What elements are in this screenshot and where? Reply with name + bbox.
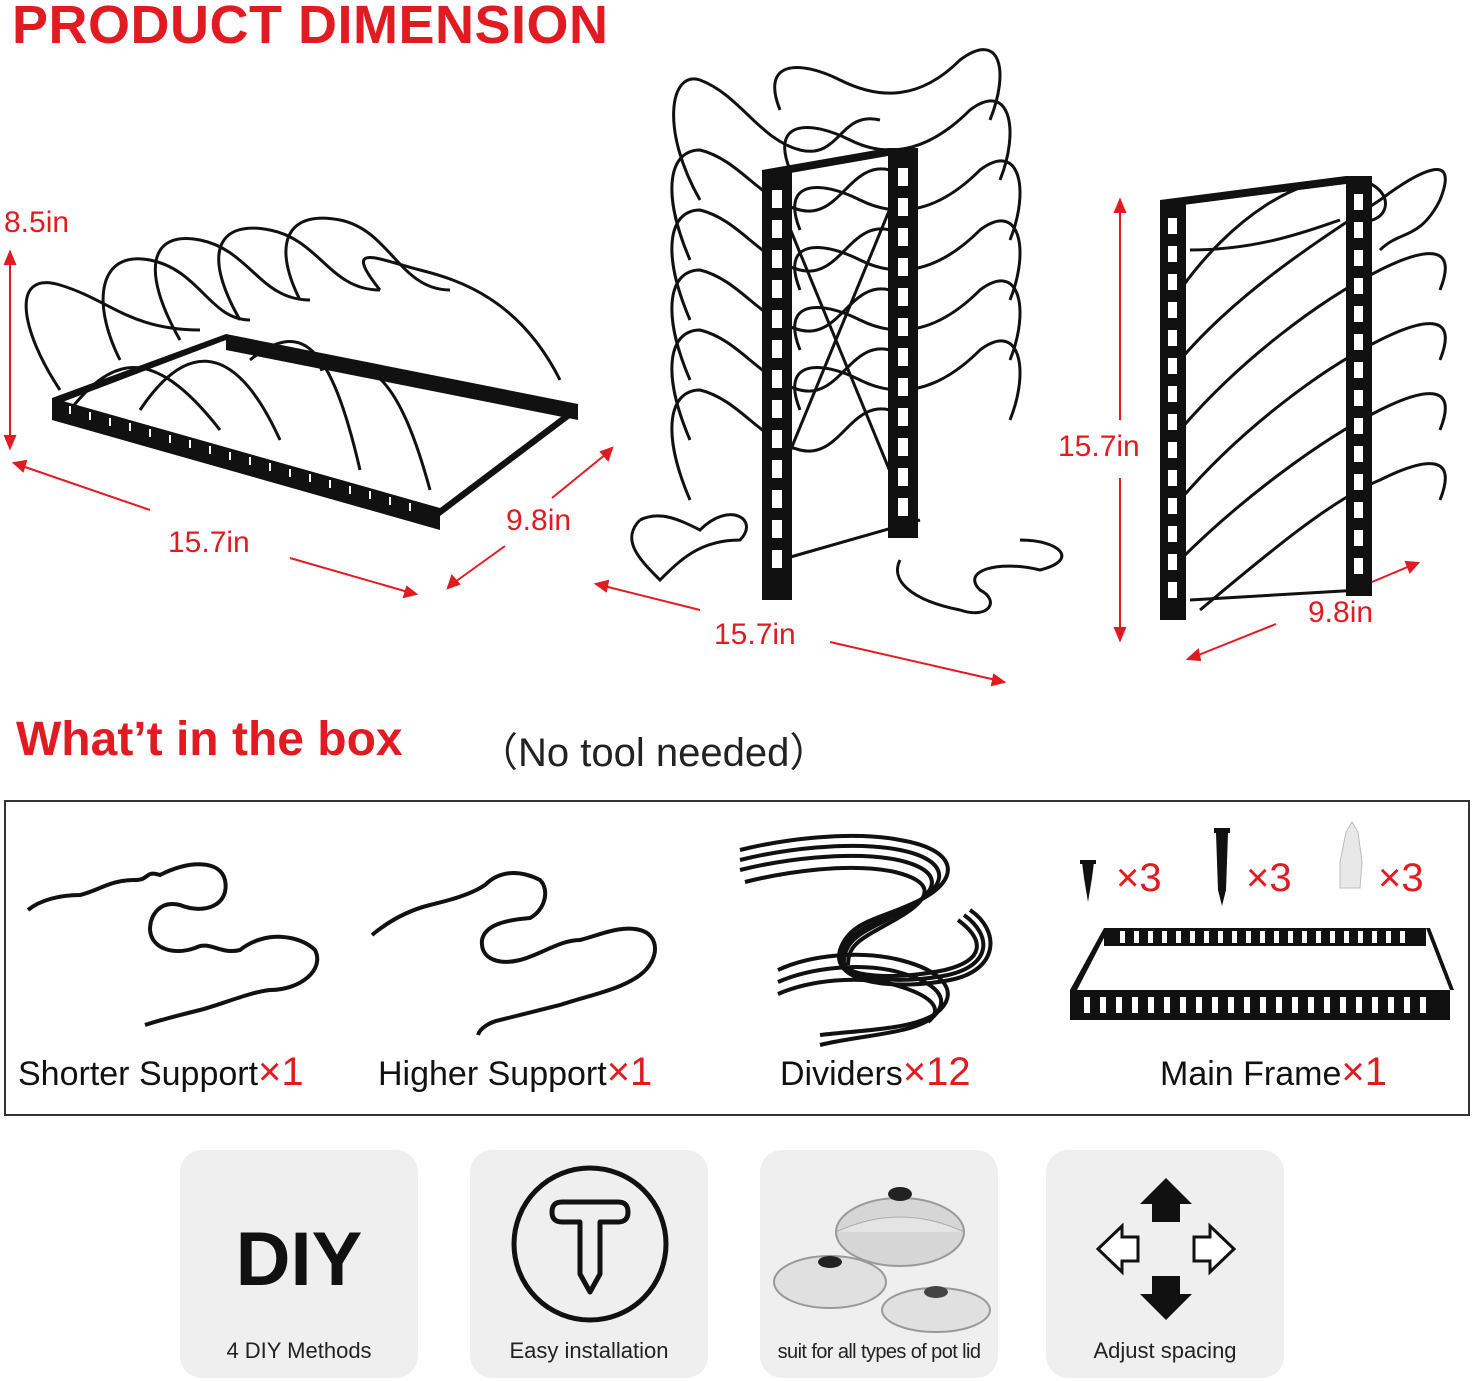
feature-card-installation: Easy installation (470, 1150, 708, 1378)
four-arrows-icon (1095, 1178, 1237, 1320)
shorter-support-illustration (26, 862, 320, 1027)
higher-support-illustration (370, 871, 657, 1036)
part-qty: ×12 (902, 1050, 971, 1094)
horizontal-height-label: 8.5in (4, 206, 70, 239)
feature-caption: suit for all types of pot lid (777, 1341, 981, 1363)
feature-caption: 4 DIY Methods (226, 1338, 372, 1363)
feature-card-spacing: Adjust spacing (1046, 1150, 1284, 1378)
side-width-label: 9.8in (1308, 596, 1374, 629)
short-screw-icon (1080, 860, 1096, 902)
part-name: Shorter Support (18, 1055, 259, 1093)
diy-icon: DIY (235, 1217, 363, 1302)
wall-anchor-icon (1339, 821, 1363, 889)
part-qty: ×1 (1341, 1050, 1387, 1094)
dividers-illustration (739, 833, 993, 1047)
dimension-heading: PRODUCT DIMENSION (12, 0, 609, 55)
side-height-label: 15.7in (1058, 430, 1140, 463)
parts-panel (4, 800, 1470, 1116)
upright-length-label: 15.7in (714, 618, 796, 651)
parts-illustrations (26, 821, 1454, 1047)
part-higher-support: Higher Support×1 (378, 1050, 652, 1095)
part-qty: ×1 (258, 1050, 304, 1094)
screw-icon (511, 1165, 669, 1323)
part-qty: ×1 (606, 1050, 653, 1094)
long-screw-icon (1214, 828, 1230, 906)
in-box-note: （No tool needed） (478, 731, 830, 775)
part-name: Higher Support (378, 1055, 607, 1093)
short-screw-qty: ×3 (1116, 856, 1162, 900)
part-name: Dividers (780, 1055, 903, 1093)
in-box-heading: What’t in the box (16, 713, 403, 766)
horizontal-length-label: 15.7in (168, 526, 250, 559)
wall-anchor-qty: ×3 (1378, 856, 1424, 900)
part-main-frame: Main Frame×1 (1160, 1050, 1387, 1095)
long-screw-qty: ×3 (1246, 856, 1292, 900)
part-shorter-support: Shorter Support×1 (18, 1050, 304, 1095)
feature-caption: Easy installation (509, 1338, 669, 1363)
horizontal-rack-illustration (3, 48, 1447, 687)
pot-lids-icon (773, 1187, 991, 1333)
feature-card-diy: DIY 4 DIY Methods (180, 1150, 418, 1378)
feature-caption: Adjust spacing (1093, 1338, 1237, 1363)
part-dividers: Dividers×12 (780, 1050, 971, 1095)
horizontal-width-label: 9.8in (506, 504, 572, 537)
part-name: Main Frame (1160, 1055, 1342, 1093)
feature-card-pot-lids: suit for all types of pot lid (760, 1150, 998, 1378)
